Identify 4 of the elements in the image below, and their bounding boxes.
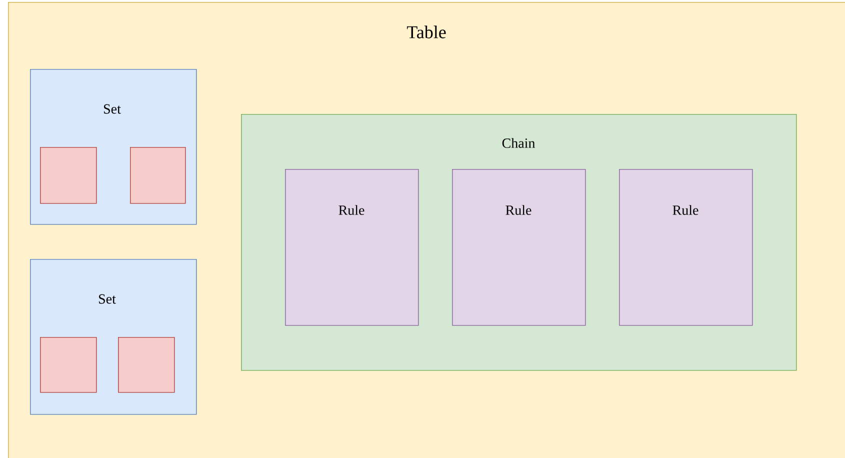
element-square — [130, 147, 186, 204]
element-square — [40, 337, 97, 393]
element-square — [118, 337, 175, 393]
element-square — [40, 147, 97, 204]
